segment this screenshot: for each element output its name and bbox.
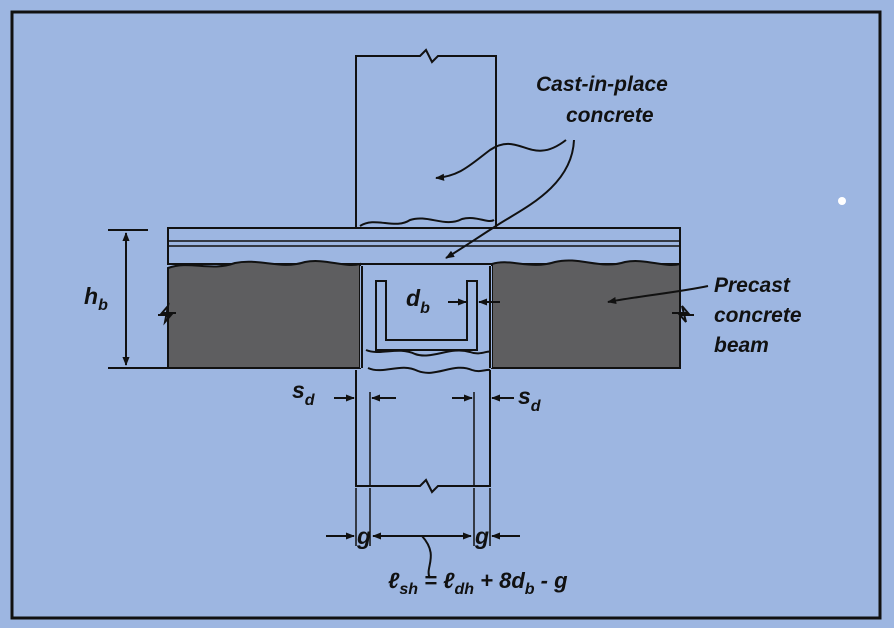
- precast-beam-right: [491, 259, 681, 369]
- cast-in-place-label-line2: concrete: [566, 104, 654, 127]
- hb-label: hb: [84, 283, 108, 314]
- g-label-left: g: [356, 523, 371, 549]
- g-label-right: g: [474, 523, 489, 549]
- formula-leader: [421, 535, 432, 579]
- hb-dimension: [108, 229, 168, 369]
- sd-label-left: sd: [292, 377, 316, 409]
- cast-in-place-leader-2: [445, 139, 575, 259]
- joint-rough-edge: [367, 366, 491, 374]
- precast-leader: [607, 285, 709, 305]
- precast-beam-left: [167, 260, 361, 369]
- lower-column: [355, 370, 491, 494]
- upper-column: [355, 48, 497, 229]
- precast-label-line1: Precast: [714, 274, 791, 297]
- precast-label-line2: concrete: [714, 304, 802, 327]
- cast-in-place-leader-1: [435, 139, 567, 181]
- beam-break-left: [158, 302, 176, 326]
- cast-in-place-topping: [167, 227, 681, 265]
- cast-in-place-label-line1: Cast-in-place: [536, 73, 668, 96]
- db-label: db: [406, 285, 430, 317]
- sd-label-right: sd: [518, 383, 542, 415]
- specular-dot: [838, 197, 846, 205]
- precast-label-line3: beam: [714, 334, 769, 357]
- diagram-frame: [10, 10, 882, 620]
- pocket-rough-edge: [365, 349, 491, 357]
- beam-break-right: [672, 305, 694, 323]
- lsh-formula: ℓsh = ℓdh + 8db - g: [388, 568, 568, 598]
- u-bar-hook: [375, 280, 478, 351]
